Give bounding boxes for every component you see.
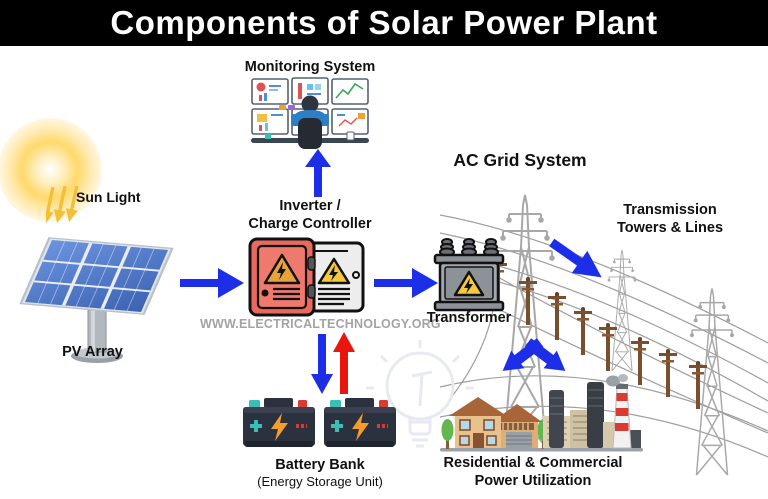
sun-icon — [0, 118, 102, 222]
battery-label: Battery Bank (Energy Storage Unit) — [257, 457, 383, 490]
monitoring-label: Monitoring System — [244, 59, 376, 75]
title-bar: Components of Solar Power Plant — [0, 0, 768, 46]
inverter-to-battery-arrow — [311, 334, 333, 394]
battery-bank-icon — [243, 397, 397, 449]
towers-to-consumers-arrow — [502, 338, 566, 371]
grid-flow-arrow — [549, 238, 602, 278]
house-icon — [440, 397, 552, 452]
operator-person — [291, 95, 329, 149]
inverter-box — [248, 237, 316, 317]
chimney — [606, 374, 632, 449]
inverter-to-transformer-arrow — [374, 268, 438, 298]
site-watermark: WWW.ELECTRICALTECHNOLOGY.ORG — [200, 317, 441, 331]
inverter-to-monitoring-arrow — [305, 149, 331, 197]
battery-to-inverter-arrow — [333, 332, 355, 394]
sunlight-rays-icon — [46, 186, 79, 225]
tree — [441, 419, 454, 449]
ac-grid-label: AC Grid System — [453, 150, 587, 170]
monitoring-system-icon — [251, 77, 369, 149]
factory-icon — [543, 374, 643, 452]
page-title: Components of Solar Power Plant — [110, 4, 658, 41]
transformer-icon — [433, 238, 505, 312]
inverter-label: Inverter / Charge Controller — [248, 198, 372, 233]
pv-to-inverter-arrow — [180, 268, 244, 298]
cooling-tower — [549, 390, 564, 448]
pv-array-label: PV Array — [62, 344, 123, 360]
consumers-label: Residential & Commercial Power Utilizati… — [443, 455, 623, 490]
sunlight-label: Sun Light — [76, 189, 141, 205]
inverter-icon — [248, 237, 365, 317]
pv-array-icon — [19, 237, 174, 363]
transformer-label: Transformer — [426, 310, 512, 326]
transmission-label: Transmission Towers & Lines — [616, 202, 724, 237]
cooling-tower — [587, 382, 604, 448]
